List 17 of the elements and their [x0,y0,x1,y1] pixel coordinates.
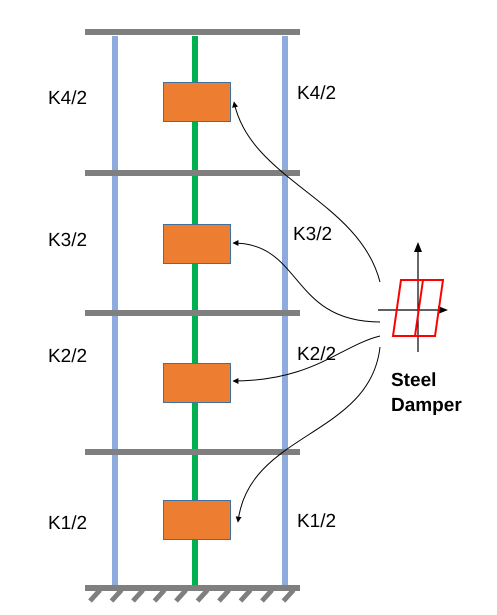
stiffness-label: K2/2 [48,346,88,368]
arrow [232,336,380,384]
stiffness-label: K4/2 [297,83,336,105]
arrow [232,240,380,322]
mass-block [163,363,231,403]
stiffness-label: K2/2 [297,344,336,366]
stiffness-label: K3/2 [293,224,332,246]
arrow [236,346,380,523]
stiffness-label: K4/2 [48,88,88,110]
damper-label: Steel Damper [391,369,463,418]
mass-block [163,500,231,540]
stiffness-label: K3/2 [48,230,88,252]
mass-block [163,82,231,122]
mass-block [163,224,231,264]
stiffness-label: K1/2 [48,513,88,535]
stiffness-label: K1/2 [297,511,336,533]
arrow [232,101,380,282]
